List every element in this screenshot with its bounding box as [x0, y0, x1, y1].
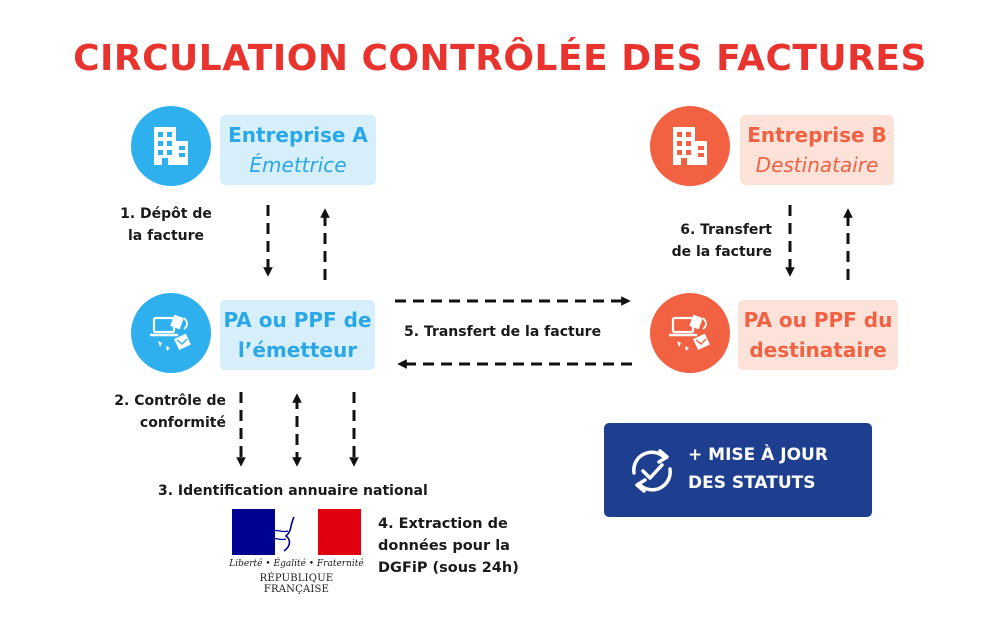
step-4-line1: 4. Extraction de — [378, 516, 508, 532]
status-line2: DES STATUTS — [688, 473, 816, 493]
step-1-line1: 1. Dépôt de — [120, 206, 212, 222]
building-icon — [650, 106, 730, 186]
step-4-line3: DGFiP (sous 24h) — [378, 560, 519, 576]
laptop-documents-icon — [131, 293, 211, 373]
pa-emetteur-line1: PA ou PPF de — [223, 308, 372, 332]
pa-destinataire-line1: PA ou PPF du — [743, 308, 893, 332]
step-4-line2: données pour la — [378, 538, 510, 554]
republique-francaise-logo: Liberté • Égalité • Fraternité RÉPUBLIQU… — [229, 507, 364, 595]
republique-motto: Liberté • Égalité • Fraternité — [229, 559, 364, 569]
pa-destinataire-box: PA ou PPF du destinataire — [738, 300, 898, 370]
marianne-flag-icon — [232, 509, 361, 555]
status-update-badge: + MISE À JOUR DES STATUTS — [604, 423, 872, 517]
status-line1: + MISE À JOUR — [688, 445, 828, 465]
status-text: + MISE À JOUR DES STATUTS — [688, 441, 828, 497]
entreprise-b-role: Destinataire — [755, 153, 879, 177]
step-5-label: 5. Transfert de la facture — [404, 324, 602, 340]
pa-emetteur-line2: l’émetteur — [237, 338, 358, 362]
republique-name: RÉPUBLIQUE FRANÇAISE — [259, 573, 334, 595]
entreprise-a-name: Entreprise A — [228, 123, 368, 147]
laptop-documents-icon — [650, 293, 730, 373]
pa-destinataire-line2: destinataire — [749, 338, 887, 362]
refresh-check-icon — [632, 449, 672, 493]
step-2-label: 2. Contrôle de conformité — [96, 390, 226, 434]
step-2-line1: 2. Contrôle de — [114, 393, 226, 409]
step-1-line2: la facture — [127, 228, 204, 244]
entreprise-a-box: Entreprise A Émettrice — [220, 115, 376, 185]
step-6-line2: de la facture — [671, 244, 772, 260]
step-3-label: 3. Identification annuaire national — [158, 483, 428, 499]
step-4-label: 4. Extraction de données pour la DGFiP (… — [378, 513, 519, 579]
page-title: CIRCULATION CONTRÔLÉE DES FACTURES — [73, 38, 927, 79]
entreprise-b-name: Entreprise B — [747, 123, 887, 147]
entreprise-b-box: Entreprise B Destinataire — [740, 115, 894, 185]
pa-emetteur-box: PA ou PPF de l’émetteur — [220, 300, 375, 370]
step-2-line2: conformité — [139, 415, 226, 431]
step-1-label: 1. Dépôt de la facture — [106, 203, 226, 247]
entreprise-a-role: Émettrice — [249, 153, 347, 177]
step-6-line1: 6. Transfert — [680, 222, 772, 238]
building-icon — [131, 106, 211, 186]
step-6-label: 6. Transfert de la facture — [650, 219, 772, 263]
